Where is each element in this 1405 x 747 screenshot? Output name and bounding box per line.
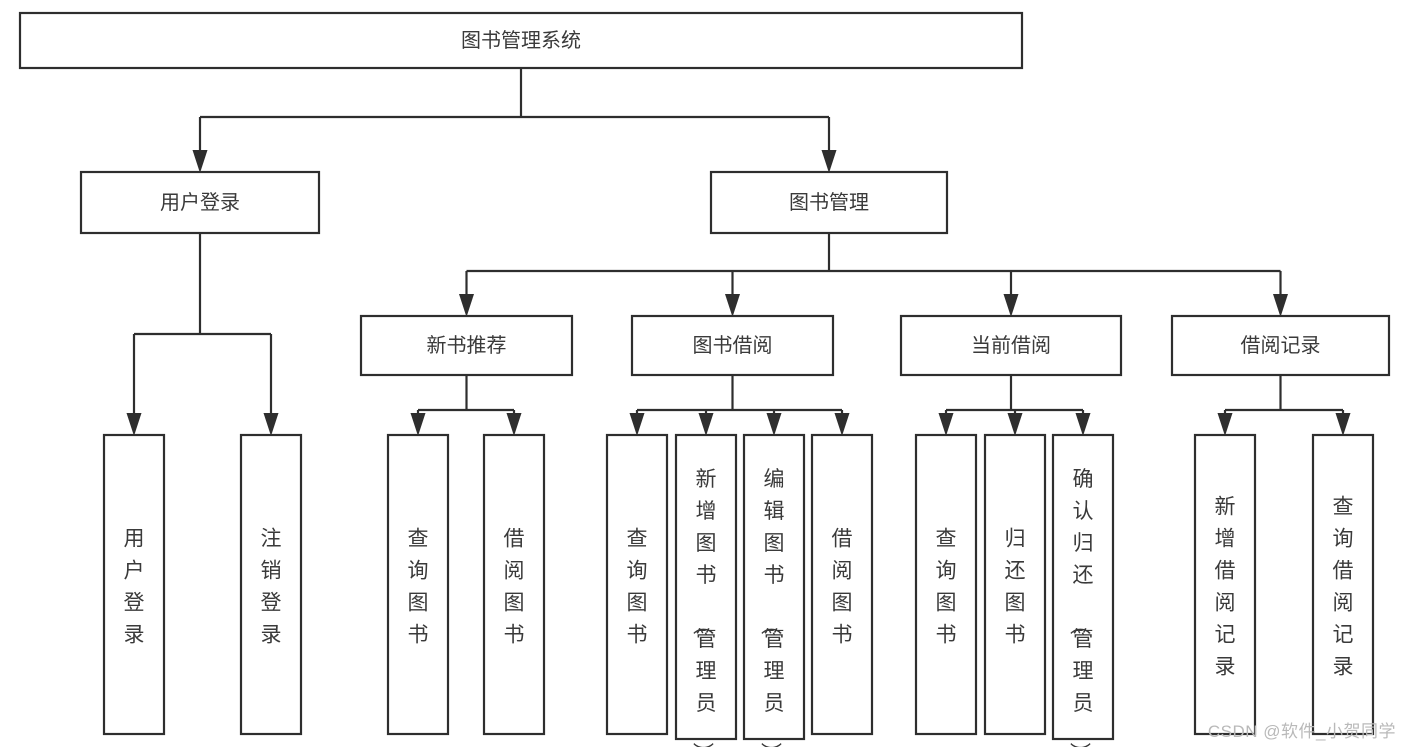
node-box-user-login[interactable] [79, 170, 321, 235]
node-leaf-return-book[interactable]: 归还图书 [983, 433, 1047, 736]
node-leaf-edit-book[interactable]: 编辑图书（管理员） [742, 433, 806, 747]
connector-group-borrow-record [1217, 375, 1351, 436]
node-box-new-book-rec[interactable] [359, 314, 574, 377]
node-box-leaf-user-login[interactable] [102, 433, 166, 736]
node-leaf-query-book-2[interactable]: 查询图书 [605, 433, 669, 736]
arrow-head-icon [1007, 413, 1023, 436]
node-label-leaf-edit-book: 编辑图书（管理员） [759, 468, 785, 747]
arrow-head-icon [459, 294, 474, 317]
node-box-leaf-logout-login[interactable] [239, 433, 303, 736]
node-box-root[interactable] [18, 11, 1024, 70]
node-label-book-borrow: 图书借阅 [693, 334, 773, 357]
node-label-current-borrow: 当前借阅 [971, 334, 1051, 357]
node-label-leaf-user-login: 用户登录 [124, 527, 145, 646]
node-leaf-add-book[interactable]: 新增图书（管理员） [674, 433, 738, 747]
node-leaf-user-login[interactable]: 用户登录 [102, 433, 166, 736]
node-leaf-borrow-book-1[interactable]: 借阅图书 [482, 433, 546, 736]
node-label-leaf-borrow-book-1: 借阅图书 [504, 527, 525, 646]
connector-group-user-login [126, 233, 279, 436]
node-label-root: 图书管理系统 [461, 29, 581, 52]
node-label-new-book-rec: 新书推荐 [427, 334, 507, 357]
arrow-head-icon [1335, 413, 1351, 436]
node-box-leaf-borrow-book-2[interactable] [810, 433, 874, 736]
arrow-head-icon [1003, 294, 1019, 317]
arrow-head-icon [1075, 413, 1091, 436]
nodes-layer: 图书管理系统用户登录图书管理新书推荐图书借阅当前借阅借阅记录用户登录注销登录查询… [18, 11, 1391, 747]
arrow-head-icon [1273, 294, 1288, 317]
node-box-leaf-return-book[interactable] [983, 433, 1047, 736]
node-label-leaf-query-record: 查询借阅记录 [1333, 495, 1354, 678]
node-leaf-query-book-1[interactable]: 查询图书 [386, 433, 450, 736]
node-box-leaf-query-book-3[interactable] [914, 433, 978, 736]
node-box-book-manage[interactable] [709, 170, 949, 235]
node-box-leaf-query-record[interactable] [1311, 433, 1375, 736]
node-leaf-confirm-return[interactable]: 确认归还（管理员） [1051, 433, 1115, 747]
node-label-leaf-add-record: 新增借阅记录 [1215, 495, 1236, 678]
connectors-layer [126, 68, 1351, 436]
node-box-leaf-add-record[interactable] [1193, 433, 1257, 736]
connector-group-root [192, 68, 837, 173]
arrow-head-icon [938, 413, 954, 436]
arrow-head-icon [766, 413, 782, 436]
node-box-current-borrow[interactable] [899, 314, 1123, 377]
connector-group-book-manage [459, 233, 1288, 317]
arrow-head-icon [506, 413, 522, 436]
node-new-book-rec[interactable]: 新书推荐 [359, 314, 574, 377]
node-box-leaf-edit-book[interactable] [742, 433, 806, 741]
node-leaf-query-record[interactable]: 查询借阅记录 [1311, 433, 1375, 736]
arrow-head-icon [725, 294, 740, 317]
arrow-head-icon [410, 413, 426, 436]
node-leaf-add-record[interactable]: 新增借阅记录 [1193, 433, 1257, 736]
node-label-leaf-query-book-3: 查询图书 [936, 527, 957, 646]
node-book-manage[interactable]: 图书管理 [709, 170, 949, 235]
connector-group-book-borrow [629, 375, 850, 436]
arrow-head-icon [834, 413, 850, 436]
node-label-leaf-query-book-1: 查询图书 [408, 527, 429, 646]
node-book-borrow[interactable]: 图书借阅 [630, 314, 835, 377]
connector-group-current-borrow [938, 375, 1091, 436]
node-label-borrow-record: 借阅记录 [1241, 334, 1321, 357]
node-label-leaf-confirm-return: 确认归还（管理员） [1068, 468, 1094, 747]
node-box-leaf-add-book[interactable] [674, 433, 738, 741]
node-label-leaf-logout-login: 注销登录 [261, 527, 282, 646]
node-label-user-login: 用户登录 [160, 191, 240, 214]
connector-group-new-book-rec [410, 375, 522, 436]
watermark-csdn: CSDN @软件_小贺同学 [1207, 722, 1396, 741]
node-label-book-manage: 图书管理 [789, 191, 869, 214]
arrow-head-icon [698, 413, 714, 436]
arrow-head-icon [821, 150, 837, 173]
node-borrow-record[interactable]: 借阅记录 [1170, 314, 1391, 377]
node-label-leaf-query-book-2: 查询图书 [627, 527, 648, 646]
arrow-head-icon [263, 413, 279, 436]
node-leaf-logout-login[interactable]: 注销登录 [239, 433, 303, 736]
arrow-head-icon [192, 150, 208, 173]
node-box-book-borrow[interactable] [630, 314, 835, 377]
node-label-leaf-borrow-book-2: 借阅图书 [832, 527, 853, 646]
node-box-leaf-query-book-2[interactable] [605, 433, 669, 736]
node-leaf-borrow-book-2[interactable]: 借阅图书 [810, 433, 874, 736]
arrow-head-icon [629, 413, 645, 436]
node-leaf-query-book-3[interactable]: 查询图书 [914, 433, 978, 736]
node-label-leaf-add-book: 新增图书（管理员） [691, 468, 717, 747]
node-box-leaf-query-book-1[interactable] [386, 433, 450, 736]
node-box-leaf-confirm-return[interactable] [1051, 433, 1115, 741]
arrow-head-icon [126, 413, 142, 436]
node-current-borrow[interactable]: 当前借阅 [899, 314, 1123, 377]
node-box-borrow-record[interactable] [1170, 314, 1391, 377]
node-root[interactable]: 图书管理系统 [18, 11, 1024, 70]
arrow-head-icon [1217, 413, 1233, 436]
node-label-leaf-return-book: 归还图书 [1005, 527, 1026, 646]
node-box-leaf-borrow-book-1[interactable] [482, 433, 546, 736]
node-user-login[interactable]: 用户登录 [79, 170, 321, 235]
